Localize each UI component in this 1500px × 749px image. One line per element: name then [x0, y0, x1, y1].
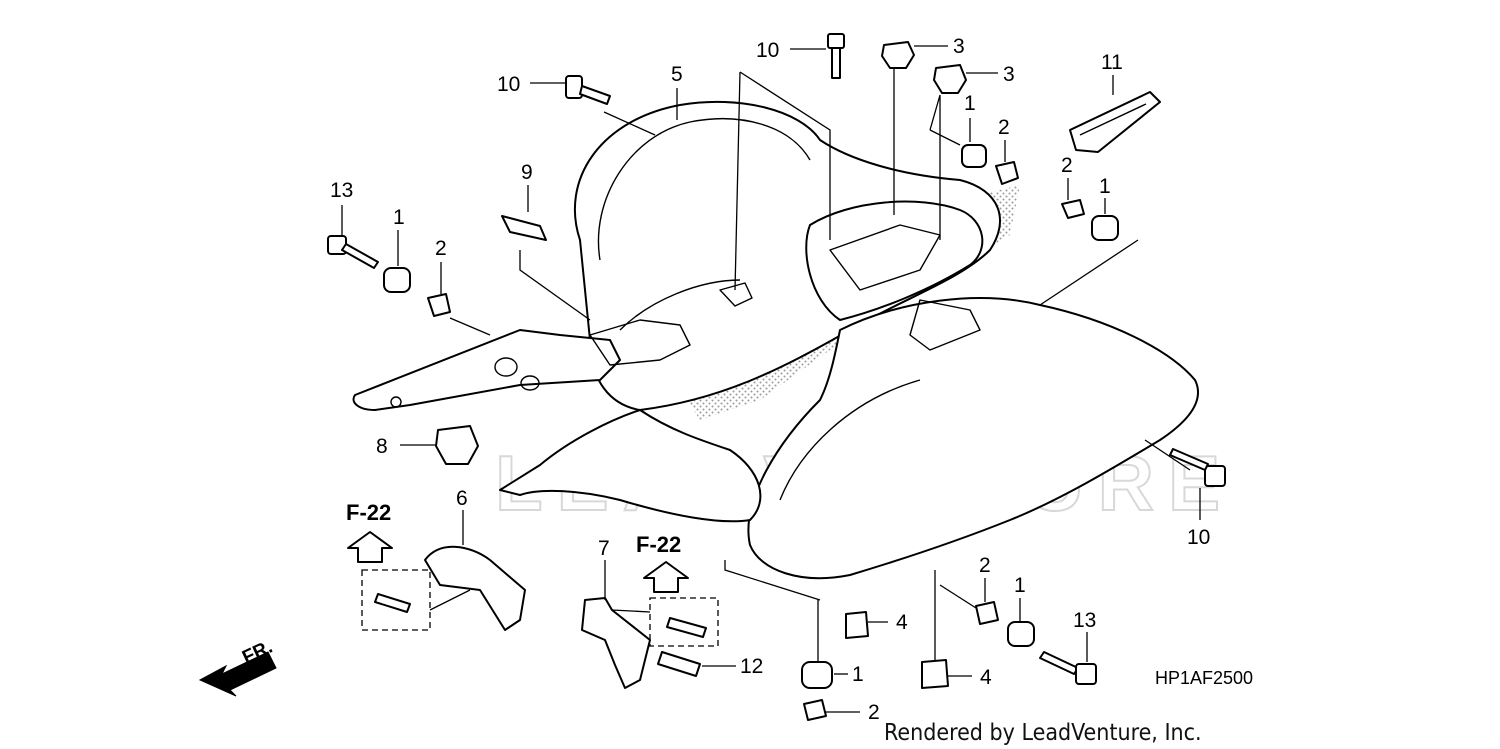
ref-label-right: F-22 — [636, 532, 681, 557]
bolt-10-left — [565, 75, 611, 105]
nut-3-lower — [933, 64, 967, 94]
bolt-10-top — [827, 33, 845, 79]
nut-3-upper — [881, 41, 915, 69]
callout-7: 7 — [598, 537, 610, 560]
collar-2-top — [995, 161, 1019, 185]
callout-10-right: 10 — [1187, 526, 1210, 549]
grommet-1-left — [383, 267, 411, 293]
bolt-in-box-right — [666, 617, 707, 638]
bolt-13-left — [327, 235, 379, 269]
bolt-12 — [657, 651, 701, 677]
grommet-1-lower-right — [1007, 621, 1035, 647]
strap-11 — [1069, 91, 1161, 153]
callout-1-top: 1 — [964, 92, 976, 115]
bolt-10-right — [1169, 448, 1226, 487]
callout-2-left: 2 — [435, 237, 447, 260]
bracket-6 — [424, 545, 526, 631]
callout-8: 8 — [376, 435, 388, 458]
nut-8 — [435, 425, 479, 465]
callout-13-right: 13 — [1073, 609, 1096, 632]
bolt-in-box-left — [374, 593, 411, 613]
callout-1-left: 1 — [393, 206, 405, 229]
callout-1-right: 1 — [1099, 175, 1111, 198]
callout-6: 6 — [456, 487, 468, 510]
callout-3-lower: 3 — [1003, 63, 1015, 86]
callout-2-bottom: 2 — [868, 701, 880, 724]
collar-2-left — [427, 293, 451, 317]
collar-2-right — [1061, 199, 1085, 219]
collar-4-lower — [921, 659, 949, 689]
credit-text: Rendered by LeadVenture, Inc. — [884, 720, 1202, 746]
callout-2-top: 2 — [998, 116, 1010, 139]
callout-10-left: 10 — [497, 73, 520, 96]
leader-lines — [341, 45, 1201, 713]
ref-arrow-left — [347, 531, 393, 563]
clip-9 — [501, 215, 547, 241]
callout-2-right: 2 — [1061, 154, 1073, 177]
callout-4-center: 4 — [896, 611, 908, 634]
callout-4-lower: 4 — [980, 666, 992, 689]
callout-12: 12 — [740, 655, 763, 678]
grommet-1-right — [1091, 215, 1119, 241]
ref-arrow-right — [643, 561, 689, 593]
bracket-7 — [581, 597, 651, 689]
callout-1-lower-right: 1 — [1014, 574, 1026, 597]
callout-13-left: 13 — [330, 179, 353, 202]
callout-9: 9 — [521, 161, 533, 184]
callout-1-bottom: 1 — [852, 663, 864, 686]
drawing-code: HP1AF2500 — [1155, 668, 1253, 688]
callout-10-top: 10 — [756, 39, 779, 62]
ref-box-left — [361, 569, 431, 631]
grommet-1-bottom — [801, 661, 833, 689]
collar-4-center — [845, 611, 869, 639]
callout-5: 5 — [671, 63, 683, 86]
bolt-13-right — [1039, 651, 1097, 685]
collar-2-lower-right — [975, 601, 999, 625]
callouts: 10 10 10 5 3 3 11 1 2 2 1 13 1 2 9 8 6 7… — [330, 35, 1210, 724]
collar-2-bottom — [803, 699, 827, 721]
callout-3-upper: 3 — [953, 35, 965, 58]
front-arrow-icon — [198, 651, 277, 697]
ref-box-right — [649, 597, 719, 647]
ref-label-left: F-22 — [346, 500, 391, 525]
callout-11: 11 — [1101, 51, 1123, 74]
callout-2-lower-right: 2 — [979, 554, 991, 577]
grommet-1-top — [961, 144, 987, 168]
